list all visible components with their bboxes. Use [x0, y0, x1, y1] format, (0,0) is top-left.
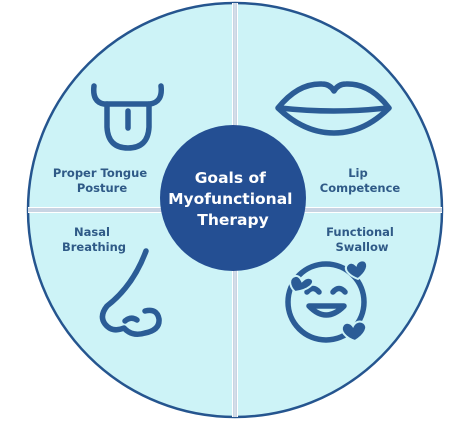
- center-title-line-1: Goals of: [195, 169, 266, 187]
- center-circle-fill: [160, 125, 306, 271]
- tongue-icon: [90, 83, 165, 151]
- label-proper-tongue-posture: Proper Tongue Posture: [53, 166, 151, 195]
- heart-top-right: [344, 259, 369, 281]
- label-nasal-breathing-line-2: Breathing: [62, 240, 126, 254]
- heart-top-left: [289, 274, 314, 294]
- center-title: Goals of Myofunctional Therapy: [168, 169, 298, 229]
- label-functional-swallow-line-1: Functional: [326, 225, 394, 239]
- label-nasal-breathing: Nasal Breathing: [62, 225, 126, 254]
- label-lip-competence-line-1: Lip: [348, 166, 368, 180]
- center-title-line-2: Myofunctional: [168, 190, 292, 208]
- center-title-line-3: Therapy: [197, 211, 268, 229]
- nose-icon: [99, 248, 162, 337]
- lips-icon: [275, 81, 392, 136]
- label-lip-competence-line-2: Competence: [320, 181, 401, 195]
- label-lip-competence: Lip Competence: [320, 166, 401, 195]
- label-functional-swallow-line-2: Swallow: [335, 240, 388, 254]
- label-nasal-breathing-line-1: Nasal: [74, 225, 110, 239]
- heart-bottom-right: [340, 320, 368, 343]
- smiling-face-hearts-icon: [285, 259, 369, 343]
- label-functional-swallow: Functional Swallow: [326, 225, 398, 254]
- center-circle: Goals of Myofunctional Therapy: [160, 125, 306, 271]
- label-proper-tongue-posture-line-1: Proper Tongue: [53, 166, 148, 180]
- label-proper-tongue-posture-line-2: Posture: [77, 181, 128, 195]
